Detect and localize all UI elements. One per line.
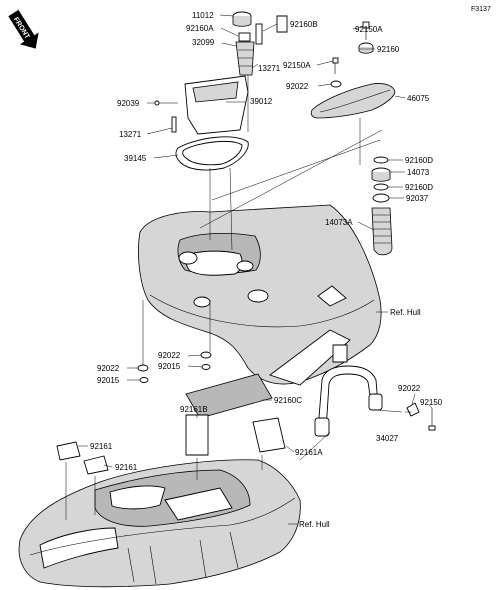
label-92160A: 92160A <box>186 24 214 33</box>
deck-body <box>138 204 382 386</box>
label-92022-left: 92022 <box>97 364 120 373</box>
mat-92161-2 <box>83 455 109 475</box>
washer-92022-right <box>406 402 420 417</box>
label-39145: 39145 <box>124 154 147 163</box>
label-92022-center: 92022 <box>158 351 181 360</box>
washer-92160 <box>358 42 374 54</box>
glove-box-39012 <box>184 75 249 135</box>
label-92160B: 92160B <box>290 20 318 29</box>
label-14073A: 14073A <box>325 218 353 227</box>
label-92160: 92160 <box>377 45 400 54</box>
hose-14073A <box>371 207 393 256</box>
spout-32099 <box>235 32 255 76</box>
clip-13271-left <box>171 116 177 133</box>
label-ref-hull-2: Ref. Hull <box>299 520 330 529</box>
mat-92161-1 <box>56 441 81 461</box>
lower-hull <box>18 459 301 588</box>
cap-11012 <box>232 11 252 27</box>
storage-port-2 <box>236 260 254 272</box>
screw-92039 <box>154 100 178 106</box>
label-92015-center: 92015 <box>158 362 181 371</box>
oring-92160D-2 <box>373 183 389 191</box>
leader-lines <box>65 14 433 525</box>
label-92160D-2: 92160D <box>405 183 433 192</box>
label-92015-left: 92015 <box>97 376 120 385</box>
mat-92160C <box>185 373 273 419</box>
label-92037: 92037 <box>406 194 429 203</box>
label-92160C: 92160C <box>274 396 302 405</box>
washer-92015-center <box>201 364 211 370</box>
label-92150A-top: 92150A <box>355 25 383 34</box>
washer-92022-left <box>137 364 149 372</box>
label-46075: 46075 <box>407 94 430 103</box>
bolt-92150 <box>428 408 436 431</box>
label-34027: 34027 <box>376 434 399 443</box>
label-92022-top: 92022 <box>286 82 309 91</box>
label-92150A-mid: 92150A <box>283 61 311 70</box>
washer-92015-left <box>139 377 149 383</box>
label-14073: 14073 <box>407 168 430 177</box>
mat-92161B <box>185 414 209 456</box>
front-arrow-icon: FRONT <box>8 9 39 49</box>
label-ref-hull-1: Ref. Hull <box>390 308 421 317</box>
clip-92160A <box>255 23 263 45</box>
seal-39145 <box>175 136 249 171</box>
mat-92161A <box>252 417 286 453</box>
oring-92160D <box>373 156 389 164</box>
label-11012: 11012 <box>192 11 214 20</box>
label-32099: 32099 <box>192 38 215 47</box>
grab-handle <box>314 365 383 437</box>
label-92161-2: 92161 <box>115 463 138 472</box>
deck-vent <box>247 289 269 303</box>
strap-92160B <box>276 15 288 33</box>
bolt-92150A-top <box>362 21 370 40</box>
label-92161B: 92161B <box>180 405 208 414</box>
label-92161-1: 92161 <box>90 442 113 451</box>
bolt-92150A-mid <box>332 57 339 74</box>
washer-92022-top <box>330 80 342 88</box>
handle-46075 <box>310 83 396 119</box>
deck-fitting <box>317 285 347 307</box>
cap-14073 <box>371 167 391 182</box>
label-13271-top: 13271 <box>258 64 281 73</box>
washer-92022-center <box>200 351 212 359</box>
figure-code: F3137 <box>471 6 491 13</box>
label-13271-left: 13271 <box>119 130 142 139</box>
label-39012: 39012 <box>250 97 273 106</box>
clamp-92037 <box>372 193 390 203</box>
storage-port <box>178 251 198 265</box>
label-92039: 92039 <box>117 99 140 108</box>
label-92022-right: 92022 <box>398 384 421 393</box>
deck-hole <box>193 296 211 308</box>
part-labels: 11012 92160A 92160B 32099 13271 92150A 9… <box>90 11 443 529</box>
label-92160D-1: 92160D <box>405 156 433 165</box>
label-92161A: 92161A <box>295 448 323 457</box>
label-92150: 92150 <box>420 398 443 407</box>
